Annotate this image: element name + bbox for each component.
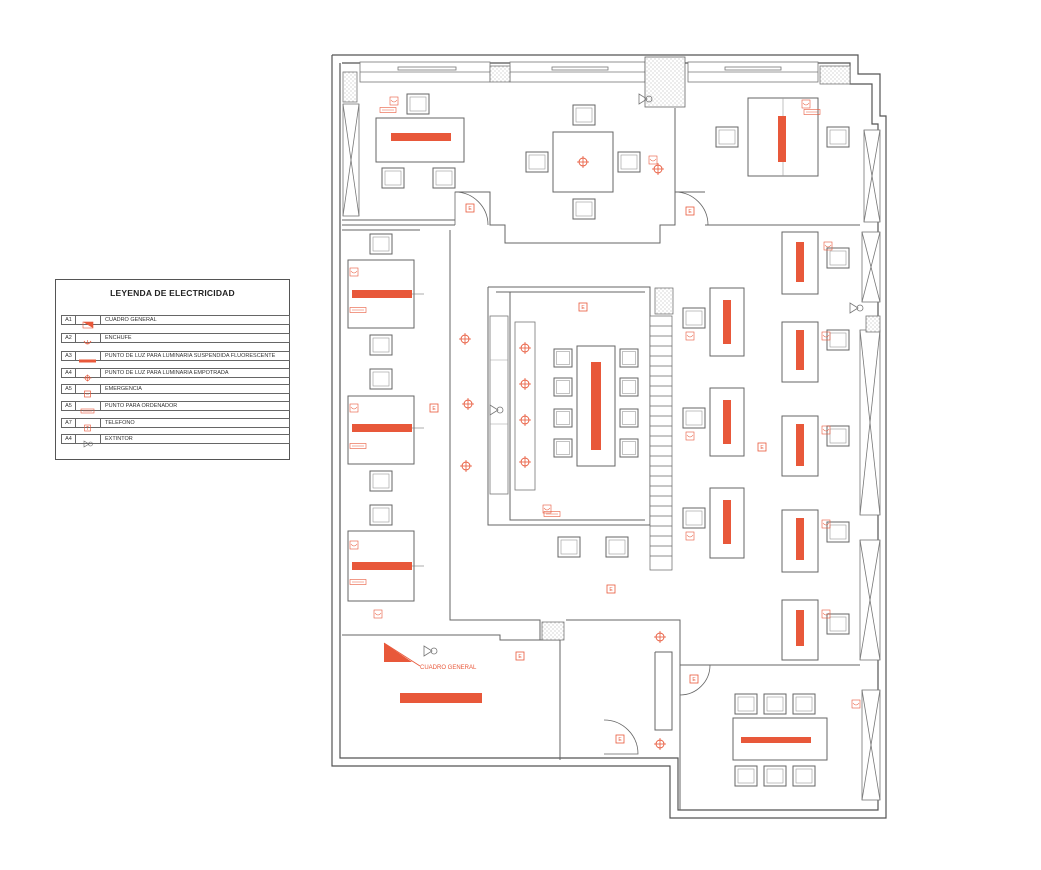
legend-row-telephone: A7 T TELEFONO [61,418,290,432]
legend-label: PUNTO DE LUZ PARA LUMINARIA EMPOTRADA [105,370,229,376]
electrical-room: CUADRO GENERAL [383,642,525,703]
legend-code: A3 [62,352,76,360]
legend-code: A2 [62,334,76,342]
top-windows [342,56,851,108]
recessed-light-icon [75,369,101,382]
legend-label: PUNTO PARA ORDENADOR [105,403,178,409]
legend-code: A4 [62,435,76,443]
fluorescent-light-icon [391,133,451,141]
electrical-legend: LEYENDA DE ELECTRICIDAD A1 CUADRO GENERA… [55,279,290,460]
legend-label: ENCHUFE [105,335,132,341]
door-swings [454,191,711,755]
side-windows [342,103,881,801]
legend-row-outlet: A2 ENCHUFE [61,333,290,345]
telephone-icon: T [75,419,101,432]
legend-label: TELEFONO [105,420,135,426]
legend-label: PUNTO DE LUZ PARA LUMINARIA SUSPENDIDA F… [105,353,276,359]
emergency-light-icon [465,203,475,213]
emergency-light-icon [75,385,101,398]
general-panel-label: CUADRO GENERAL [420,665,477,671]
legend-row-emergency: A5 EMERGENCIA [61,384,290,398]
staircase [541,287,674,641]
office-top-left [375,93,465,189]
legend-row-extinguisher: A4 EXTINTOR [61,434,290,448]
outlet-icon [75,334,101,345]
legend-code: A5 [62,385,76,393]
corridor-lights [458,332,504,473]
legend-row-computer: A5 PUNTO PARA ORDENADOR [61,401,290,414]
recessed-light-icon [576,155,590,169]
left-offices [347,233,439,619]
legend-row-general-panel: A1 CUADRO GENERAL [61,315,290,329]
legend-label: EMERGENCIA [105,386,142,392]
svg-text:T: T [86,426,89,432]
legend-code: A4 [62,369,76,377]
general-panel-icon [75,316,101,329]
office-top-right [715,97,850,177]
legend-code: A5 [62,402,76,410]
legend-label: EXTINTOR [105,436,133,442]
extinguisher-icon [75,435,101,448]
legend-title: LEYENDA DE ELECTRICIDAD [110,288,235,298]
legend-label: CUADRO GENERAL [105,317,157,323]
legend-row-recessed: A4 PUNTO DE LUZ PARA LUMINARIA EMPOTRADA [61,368,290,382]
computer-point-icon [75,402,101,414]
legend-code: A7 [62,419,76,427]
legend-code: A1 [62,316,76,324]
fluorescent-light-icon [75,352,101,363]
open-office-right [682,231,864,661]
conference-room-center [489,302,639,517]
legend-row-fluorescent: A3 PUNTO DE LUZ PARA LUMINARIA SUSPENDID… [61,351,290,363]
meeting-room-bottom-right [689,674,861,787]
meeting-room-top [465,93,695,220]
